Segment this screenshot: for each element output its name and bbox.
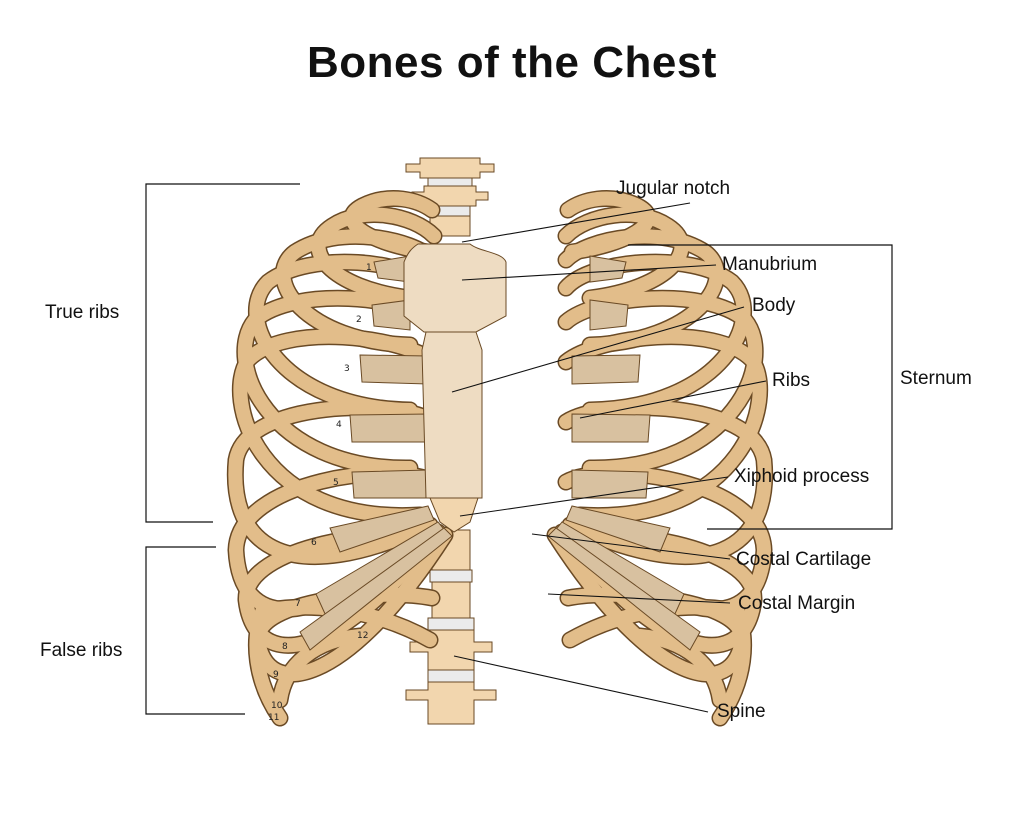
manubrium-leader xyxy=(461,264,717,281)
sternum xyxy=(403,243,507,533)
sternum-body-shape xyxy=(421,331,483,499)
xiphoid-shape xyxy=(429,497,479,533)
brackets xyxy=(145,183,893,715)
page-title: Bones of the Chest xyxy=(307,38,717,87)
xiphoid-process-label: Xiphoid process xyxy=(734,466,870,487)
costal-cartilage-label: Costal Cartilage xyxy=(736,549,872,570)
rib-number-markers: 1 2 3 4 5 6 7 8 9 10 11 12 xyxy=(268,263,372,723)
rib-number-10: 10 xyxy=(271,701,283,711)
ribs-leader xyxy=(579,380,767,419)
leader-lines xyxy=(451,202,767,713)
xiphoid-leader xyxy=(459,476,729,517)
true-ribs-label: True ribs xyxy=(45,302,120,323)
rib-number-4: 4 xyxy=(336,420,342,430)
manubrium-shape xyxy=(403,243,507,333)
ribs-label: Ribs xyxy=(772,370,811,391)
body-leader xyxy=(451,306,745,393)
ribs xyxy=(226,190,774,727)
true-ribs-bracket xyxy=(145,183,300,523)
jugular-notch-label: Jugular notch xyxy=(616,178,731,199)
spine-label: Spine xyxy=(717,701,766,722)
false-ribs-label: False ribs xyxy=(40,640,123,661)
rib-number-6: 6 xyxy=(311,538,317,548)
jugular-notch-leader xyxy=(461,202,691,243)
body-label: Body xyxy=(752,295,796,316)
rib-number-5: 5 xyxy=(333,478,339,488)
rib-number-3: 3 xyxy=(344,364,350,374)
rib-number-8: 8 xyxy=(282,642,288,652)
spine-column xyxy=(405,157,497,725)
rib-number-1: 1 xyxy=(366,263,372,273)
rib-number-2: 2 xyxy=(356,315,362,325)
costal-margin-label: Costal Margin xyxy=(738,593,856,614)
rib-number-12: 12 xyxy=(357,631,368,641)
manubrium-label: Manubrium xyxy=(722,254,818,275)
costal-margin-leader xyxy=(547,593,731,604)
rib-number-9: 9 xyxy=(273,670,279,680)
sternum-bracket xyxy=(628,244,893,530)
sternum-label: Sternum xyxy=(900,368,972,389)
rib-number-11: 11 xyxy=(268,713,279,723)
false-ribs-bracket xyxy=(145,546,245,715)
costal-cartilages xyxy=(299,255,701,651)
rib-number-7: 7 xyxy=(295,599,301,609)
spine-leader xyxy=(453,655,709,713)
costal-cartilage-leader xyxy=(531,533,731,560)
